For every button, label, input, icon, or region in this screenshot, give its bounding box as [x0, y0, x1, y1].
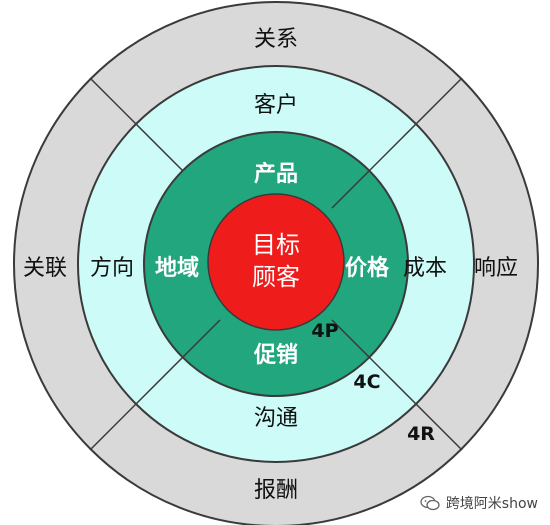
core-circle: [207, 193, 345, 331]
tag-4c: 4C: [353, 371, 380, 393]
inner-label-top: 产品: [254, 162, 298, 187]
watermark: 跨境阿米show: [420, 493, 538, 513]
core-label-line2: 顾客: [252, 263, 300, 291]
inner-label-left: 地域: [155, 255, 199, 281]
outer-label-left: 关联: [23, 256, 67, 281]
middle-label-top: 客户: [254, 93, 298, 118]
tag-4r: 4R: [407, 423, 435, 445]
outer-label-right: 响应: [474, 256, 518, 281]
watermark-text: 跨境阿米show: [445, 496, 538, 512]
middle-label-right: 成本: [403, 256, 447, 281]
inner-divider-bottom-left: [182, 319, 221, 358]
wechat-icon: [420, 495, 440, 511]
core-label-line1: 目标: [252, 231, 300, 259]
inner-divider-bottom-right: [331, 319, 370, 358]
middle-label-left: 方向: [90, 256, 134, 281]
inner-label-bottom: 促销: [253, 343, 298, 368]
outer-label-top: 关系: [254, 27, 298, 52]
inner-label-right: 价格: [345, 255, 390, 281]
outer-label-bottom: 报酬: [254, 478, 298, 503]
inner-divider-top-right: [331, 170, 370, 209]
middle-label-bottom: 沟通: [254, 406, 298, 431]
tag-4p: 4P: [311, 320, 338, 342]
